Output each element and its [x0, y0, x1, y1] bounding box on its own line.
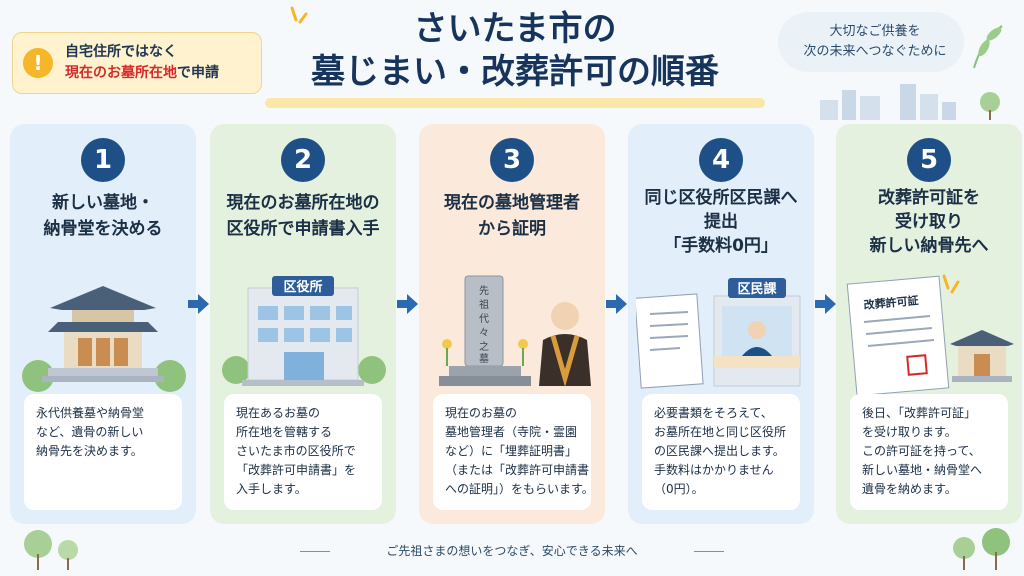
desc-line: お墓所在地と同じ区役所	[654, 425, 787, 439]
desc-line: の区民課へ提出します。	[654, 444, 785, 458]
notice-text: 自宅住所ではなく 現在のお墓所在地で申請	[65, 42, 219, 84]
title-line1: さいたま市の	[413, 9, 617, 49]
spark-icon	[290, 6, 308, 24]
office-sign: 区役所	[283, 279, 322, 295]
step-title-line: 現在のお墓所在地の	[226, 193, 380, 213]
desc-line: への証明」）をもらいます。	[445, 482, 594, 496]
step-number: 2	[281, 138, 325, 182]
permit-title: 改葬許可証	[863, 293, 919, 312]
desc-line: 必要書類をそろえて、	[654, 406, 773, 420]
step-title: 新しい墓地・ 納骨堂を決める	[14, 190, 192, 242]
desc-line: 所在地を管轄する	[236, 425, 333, 439]
step-number: 4	[699, 138, 743, 182]
page-title: さいたま市の 墓じまい・改葬許可の順番	[280, 8, 750, 94]
step-title-line: 新しい墓地・	[52, 193, 154, 213]
notice-line2: 現在のお墓所在地で申請	[65, 63, 219, 84]
ward-office-illustration: 区役所	[222, 276, 386, 386]
step-title: 現在の墓地管理者 から証明	[423, 190, 601, 242]
footer-rule-right	[694, 551, 724, 552]
step-title: 改葬許可証を 受け取り 新しい納骨先へ	[840, 186, 1018, 258]
desc-line: 遺骨を納めます。	[862, 482, 957, 496]
step-title-line: 区役所で申請書入手	[226, 219, 380, 239]
step-number: 3	[490, 138, 534, 182]
desc-line: 現在あるお墓の	[236, 406, 321, 420]
step-number: 5	[907, 138, 951, 182]
step-card-2: 2 現在のお墓所在地の 区役所で申請書入手 区役所 現在あるお墓の 所在地を管轄…	[210, 124, 396, 524]
step-card-4: 4 同じ区役所区民課へ 提出 「手数料0円」 区民課 必要書類をそろえて、 お墓…	[628, 124, 814, 524]
step-title-line: 改葬許可証を	[878, 188, 980, 208]
step-description: 現在のお墓の 墓地管理者（寺院・霊園 など）に「埋葬証明書」 （または「改葬許可…	[433, 394, 594, 510]
leaf-icon	[973, 25, 1003, 69]
step-title-line: 提出	[704, 212, 738, 232]
desc-line: さいたま市の区役所で	[236, 444, 356, 458]
svg-text:先: 先	[479, 285, 489, 297]
notice-line1: 自宅住所ではなく	[65, 44, 177, 60]
permit-document-illustration: 改葬許可証	[846, 274, 1014, 397]
desc-line: （0円）。	[654, 482, 704, 496]
arrow-right-icon	[397, 294, 418, 314]
ward-counter-illustration: 区民課	[636, 278, 801, 389]
step-title-line: 受け取り	[895, 212, 963, 232]
step-title-line: 新しい納骨先へ	[869, 236, 989, 256]
desc-line: 納骨先を決めます。	[36, 444, 143, 458]
temple-illustration	[22, 286, 186, 392]
desc-line: （または「改葬許可申請書	[445, 463, 590, 477]
desc-line: など）に「埋葬証明書」	[445, 444, 578, 458]
step-description: 永代供養墓や納骨堂 など、遺骨の新しい 納骨先を決めます。	[24, 394, 182, 510]
step-card-1: 1 新しい墓地・ 納骨堂を決める 永代供養墓や納骨堂 など、遺骨の新しい 納骨先…	[10, 124, 196, 524]
step-description: 後日、「改葬許可証」 を受け取ります。 この許可証を持って、 新しい墓地・納骨堂…	[850, 394, 1008, 510]
tagline-line2: 次の未来へつなぐために	[803, 44, 947, 59]
counter-sign: 区民課	[737, 281, 777, 297]
tagline: 大切なご供養を 次の未来へつなぐために	[790, 22, 960, 62]
desc-line: 入手します。	[236, 482, 307, 496]
title-line2: 墓じまい・改葬許可の順番	[311, 52, 719, 92]
step-title-line: 現在の墓地管理者	[444, 193, 580, 213]
tagline-bubble	[778, 12, 964, 72]
step-number: 1	[81, 138, 125, 182]
footer-message: ご先祖さまの想いをつなぎ、安心できる未来へ	[386, 544, 638, 558]
arrow-right-icon	[606, 294, 627, 314]
desc-line: 永代供養墓や納骨堂	[36, 406, 145, 420]
exclamation-icon: !	[23, 48, 53, 78]
step-description: 現在あるお墓の 所在地を管轄する さいたま市の区役所で 「改葬許可申請書」を 入…	[224, 394, 382, 510]
skyline-illustration	[820, 84, 1000, 120]
step-description: 必要書類をそろえて、 お墓所在地と同じ区役所 の区民課へ提出します。 手数料はか…	[642, 394, 800, 510]
desc-line: 「改葬許可申請書」を	[236, 463, 357, 477]
arrow-right-icon	[815, 294, 836, 314]
step-title: 同じ区役所区民課へ 提出 「手数料0円」	[632, 186, 810, 258]
desc-line: 新しい墓地・納骨堂へ	[862, 463, 983, 477]
desc-line: など、遺骨の新しい	[36, 425, 144, 439]
step-title-line: 同じ区役所区民課へ	[644, 188, 798, 208]
step-title: 現在のお墓所在地の 区役所で申請書入手	[214, 190, 392, 242]
notice-highlight: 現在のお墓所在地	[65, 65, 177, 81]
tree-illustration-left	[24, 530, 78, 570]
step-title-line: 納骨堂を決める	[43, 219, 163, 239]
grave-and-monk-illustration: 先 祖 代 々 之 墓	[439, 275, 591, 388]
desc-line: 現在のお墓の	[445, 406, 518, 420]
svg-text:之: 之	[479, 340, 489, 353]
step-title-line: 「手数料0円」	[664, 236, 778, 256]
svg-text:祖: 祖	[479, 298, 489, 311]
desc-line: 後日、「改葬許可証」	[862, 406, 977, 420]
svg-text:々: 々	[479, 327, 489, 339]
desc-line: この許可証を持って、	[862, 444, 981, 458]
step-card-3: 3 現在の墓地管理者 から証明 先 祖 代 々 之 墓 現在のお墓の 墓地管理者…	[419, 124, 605, 524]
svg-text:墓: 墓	[479, 352, 489, 365]
step-card-5: 5 改葬許可証を 受け取り 新しい納骨先へ 改葬許可証 後日、「改葬許可証」 を…	[836, 124, 1022, 524]
notice-rest: で申請	[177, 65, 219, 81]
desc-line: 手数料はかかりません	[654, 463, 774, 477]
svg-text:代: 代	[479, 313, 489, 325]
tree-illustration-right	[953, 528, 1010, 570]
notice-box: ! 自宅住所ではなく 現在のお墓所在地で申請	[12, 32, 262, 94]
tagline-line1: 大切なご供養を	[829, 24, 921, 39]
footer-rule-left	[300, 551, 330, 552]
desc-line: 墓地管理者（寺院・霊園	[445, 425, 578, 439]
title-underline	[265, 98, 765, 108]
arrow-right-icon	[188, 294, 209, 314]
desc-line: を受け取ります。	[862, 425, 957, 439]
step-title-line: から証明	[478, 219, 546, 239]
